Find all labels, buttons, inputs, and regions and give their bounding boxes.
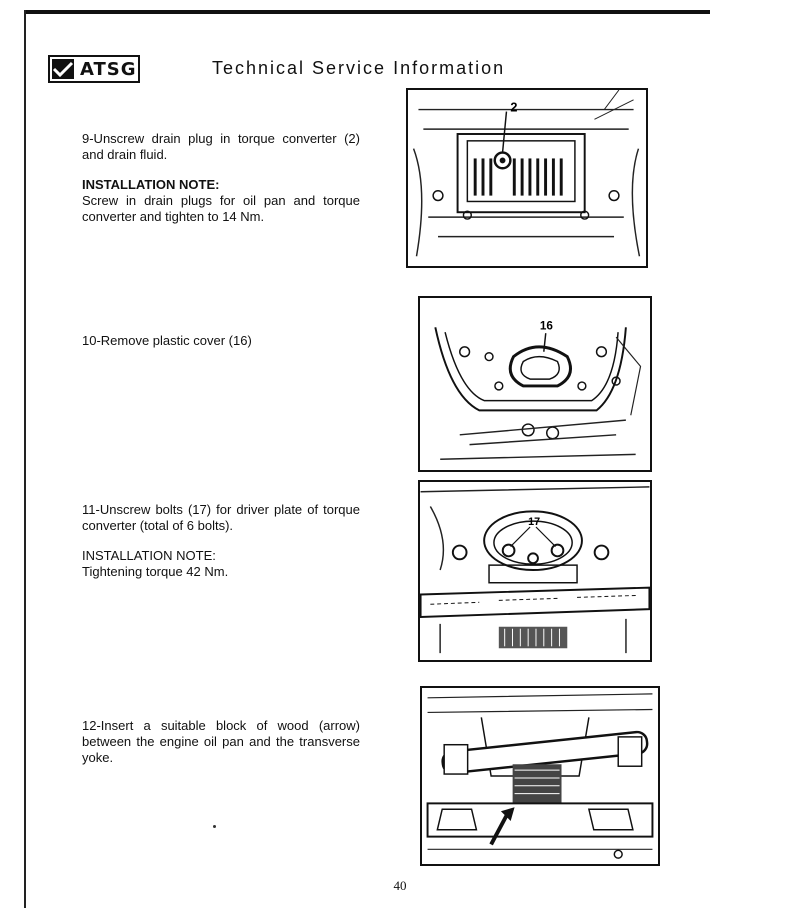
wood-block-illustration: [422, 688, 658, 864]
figure-plastic-cover: 16: [418, 296, 652, 472]
driver-plate-illustration: 17: [420, 482, 650, 660]
figure-wood-block: [420, 686, 660, 866]
step-11-note-heading: INSTALLATION NOTE:: [82, 548, 216, 563]
atsg-logo: ATSG: [48, 55, 140, 83]
step-12-text: 12-Insert a suitable block of wood (arro…: [82, 718, 360, 765]
callout-17: 17: [528, 516, 540, 528]
step-9: 9-Unscrew drain plug in torque converter…: [82, 131, 360, 225]
plastic-cover-illustration: 16: [420, 298, 650, 470]
step-9-text: 9-Unscrew drain plug in torque converter…: [82, 131, 360, 162]
page-number: 40: [393, 878, 407, 893]
stray-mark: [213, 825, 216, 828]
callout-16: 16: [540, 319, 554, 332]
left-rule: [24, 10, 26, 908]
logo-text: ATSG: [80, 58, 137, 80]
step-11: 11-Unscrew bolts (17) for driver plate o…: [82, 502, 360, 580]
drain-plug-illustration: 2: [408, 90, 646, 266]
callout-2: 2: [510, 100, 517, 115]
step-10: 10-Remove plastic cover (16): [82, 333, 360, 349]
step-10-text: 10-Remove plastic cover (16): [82, 333, 252, 348]
step-11-note-text: Tightening torque 42 Nm.: [82, 564, 229, 579]
checkmark-icon: [52, 59, 74, 79]
step-9-note-text: Screw in drain plugs for oil pan and tor…: [82, 193, 360, 224]
figure-drain-plug: 2: [406, 88, 648, 268]
page-title: Technical Service Information: [212, 58, 506, 78]
figure-driver-plate-bolts: 17: [418, 480, 652, 662]
step-11-text: 11-Unscrew bolts (17) for driver plate o…: [82, 502, 360, 533]
top-rule: [24, 10, 710, 14]
step-12: 12-Insert a suitable block of wood (arro…: [82, 718, 360, 766]
step-9-note-heading: INSTALLATION NOTE:: [82, 177, 220, 192]
